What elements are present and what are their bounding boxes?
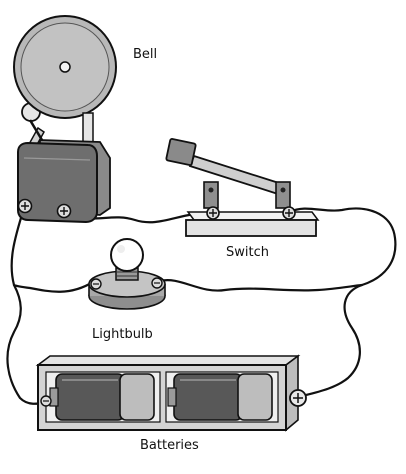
- wire-bell-to-battery: [6, 206, 48, 405]
- battery-1: [49, 373, 155, 421]
- switch: [165, 138, 320, 237]
- switch-post-left: [203, 181, 219, 209]
- switch-terminal-right: [282, 206, 296, 220]
- switch-handle: [165, 138, 197, 166]
- bell-terminal-right: [56, 203, 72, 219]
- switch-post-right: [275, 181, 291, 209]
- wire-bulb-right: [158, 279, 364, 292]
- battery-terminal-left: [40, 395, 52, 407]
- switch-terminal-left: [206, 206, 220, 220]
- bulb-glass: [110, 238, 144, 272]
- batteries-label: Batteries: [140, 438, 199, 453]
- bell-dome-center: [59, 61, 71, 73]
- switch-base: [185, 219, 317, 237]
- bell-terminal-left: [17, 198, 33, 214]
- lightbulb-label: Lightbulb: [92, 327, 153, 342]
- battery-terminal-right: [289, 389, 307, 407]
- bulb-terminal-left: [90, 278, 102, 290]
- bell-box: [17, 141, 98, 224]
- bell: [13, 15, 117, 224]
- switch-label: Switch: [226, 245, 269, 260]
- lightbulb: [88, 238, 166, 310]
- wire-bulb-left: [12, 280, 95, 293]
- bulb-terminal-right: [151, 277, 163, 289]
- battery-2: [167, 373, 273, 421]
- battery-pack: [35, 354, 307, 432]
- battery-case-top: [35, 355, 301, 366]
- bell-label: Bell: [133, 47, 158, 62]
